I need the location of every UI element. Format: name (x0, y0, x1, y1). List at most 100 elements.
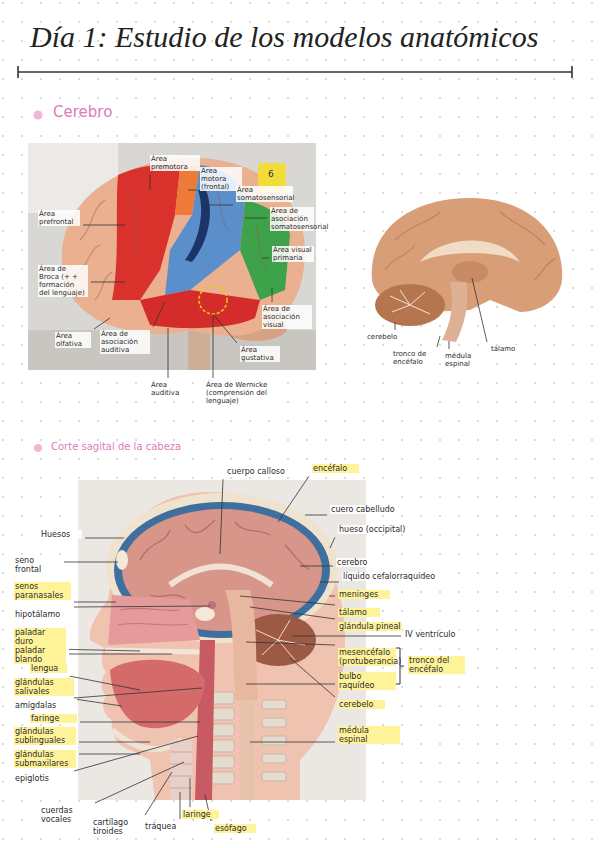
part-label: paladar duro (14, 628, 66, 646)
part-label: cuerdas vocales (40, 806, 92, 824)
sagittal-head-photo (225, 590, 258, 700)
part-label: Área visual primaria (272, 246, 314, 262)
part-label: Área de asociación auditiva (100, 330, 150, 354)
leader-line (213, 314, 237, 343)
leader-line (300, 566, 333, 567)
part-label: cerebro (336, 558, 388, 567)
leader-line (70, 676, 140, 690)
leader-line (449, 341, 450, 349)
leader-line (272, 288, 273, 302)
sagittal-head-photo (78, 480, 366, 800)
lateral-brain-photo (199, 286, 227, 314)
leader-line (150, 174, 151, 190)
leader-line (329, 596, 335, 597)
sagittal-head-photo (108, 595, 200, 645)
part-label: Área gustativa (240, 346, 280, 362)
leader-line (437, 336, 440, 347)
leader-line (262, 258, 269, 259)
leader-line (188, 190, 197, 191)
leader-line (246, 684, 335, 685)
leader-line (79, 754, 140, 755)
leader-line (250, 742, 335, 743)
part-label: cuerpo calloso (226, 467, 298, 476)
leader-line (278, 476, 309, 522)
part-label: hueso (occipital) (338, 525, 415, 534)
leader-line (69, 649, 140, 651)
section-heading: Cerebro (52, 104, 113, 121)
part-label: Huesos (40, 530, 82, 539)
part-label: glándula pineal (338, 622, 402, 631)
leader-line (74, 736, 198, 771)
sagittal-head-photo (208, 601, 216, 609)
leader-line (190, 778, 191, 807)
part-label: bulbo raquídeo (338, 672, 396, 690)
sagittal-head-photo (195, 607, 215, 621)
leader-line (320, 582, 339, 583)
section-bullet (34, 444, 42, 452)
lateral-brain-photo (165, 165, 245, 295)
sagittal-head-photo (195, 640, 215, 800)
part-label: laringe (182, 810, 219, 819)
leader-line (220, 479, 223, 554)
part-label: tálamo (490, 345, 522, 353)
part-label: tálamo (338, 608, 380, 617)
leader-line (79, 742, 150, 743)
leader-line (80, 722, 200, 723)
part-label: Área de asociación visual (262, 305, 312, 329)
leader-line (213, 316, 214, 378)
sagittal-head-photo (116, 550, 128, 570)
part-label: paladar blando (14, 646, 66, 664)
medial-brain-photo (375, 284, 445, 326)
part-label: cuero cabelludo (330, 505, 402, 514)
leader-line (77, 699, 122, 706)
section-bullet (34, 111, 43, 120)
leader-line (69, 654, 172, 655)
part-label: mesencéfalo (protuberancia) (338, 648, 396, 666)
part-label: médula espinal (444, 352, 486, 368)
part-label: médula espinal (338, 726, 400, 744)
part-label: senos paranasales (14, 582, 71, 600)
part-label: Área premotora (150, 155, 200, 171)
title-rule (18, 66, 572, 78)
leader-line (85, 538, 124, 539)
part-label: glándulas salivales (14, 678, 74, 696)
part-label: glándulas submaxilares (14, 750, 76, 768)
bracket (396, 648, 404, 684)
leader-line (168, 328, 169, 378)
page-title: Día 1: Estudio de los modelos anatómicos (30, 20, 538, 55)
part-label: líquido cefalorraquídeo (342, 572, 444, 581)
medial-brain-photo (420, 241, 520, 262)
part-label: encéfalo (312, 464, 359, 473)
sagittal-head-photo (78, 480, 366, 800)
part-label: cerebelo (338, 700, 385, 709)
leader-line (290, 658, 335, 697)
part-label: epiglotis (14, 774, 71, 783)
bracket (400, 666, 404, 667)
part-label: amígdalas (14, 701, 71, 710)
part-label: Área somatosensorial (236, 186, 293, 202)
leader-line (180, 792, 181, 819)
part-label: seno frontal (14, 556, 61, 574)
lateral-brain-photo (28, 143, 316, 370)
leader-line (83, 225, 125, 226)
leader-line (305, 515, 327, 516)
leader-line (395, 322, 396, 330)
leader-line (330, 537, 335, 548)
part-label: glándulas sublinguales (14, 727, 76, 745)
leader-line (64, 562, 118, 563)
part-label: Área de Broca (+ + formación del lenguaj… (38, 265, 88, 297)
leader-line (292, 636, 401, 637)
part-label: tráquea (144, 822, 181, 831)
part-label: Área auditiva (150, 381, 190, 397)
leader-line (153, 302, 165, 327)
leader-line (250, 607, 335, 619)
sagittal-head-photo (170, 740, 192, 800)
title-rule (571, 66, 573, 78)
part-label: Área de Wernicke (comprensión del lengua… (205, 381, 287, 405)
part-label: Área prefrontal (38, 210, 80, 226)
medial-brain-photo (442, 282, 467, 342)
leader-line (472, 278, 487, 342)
